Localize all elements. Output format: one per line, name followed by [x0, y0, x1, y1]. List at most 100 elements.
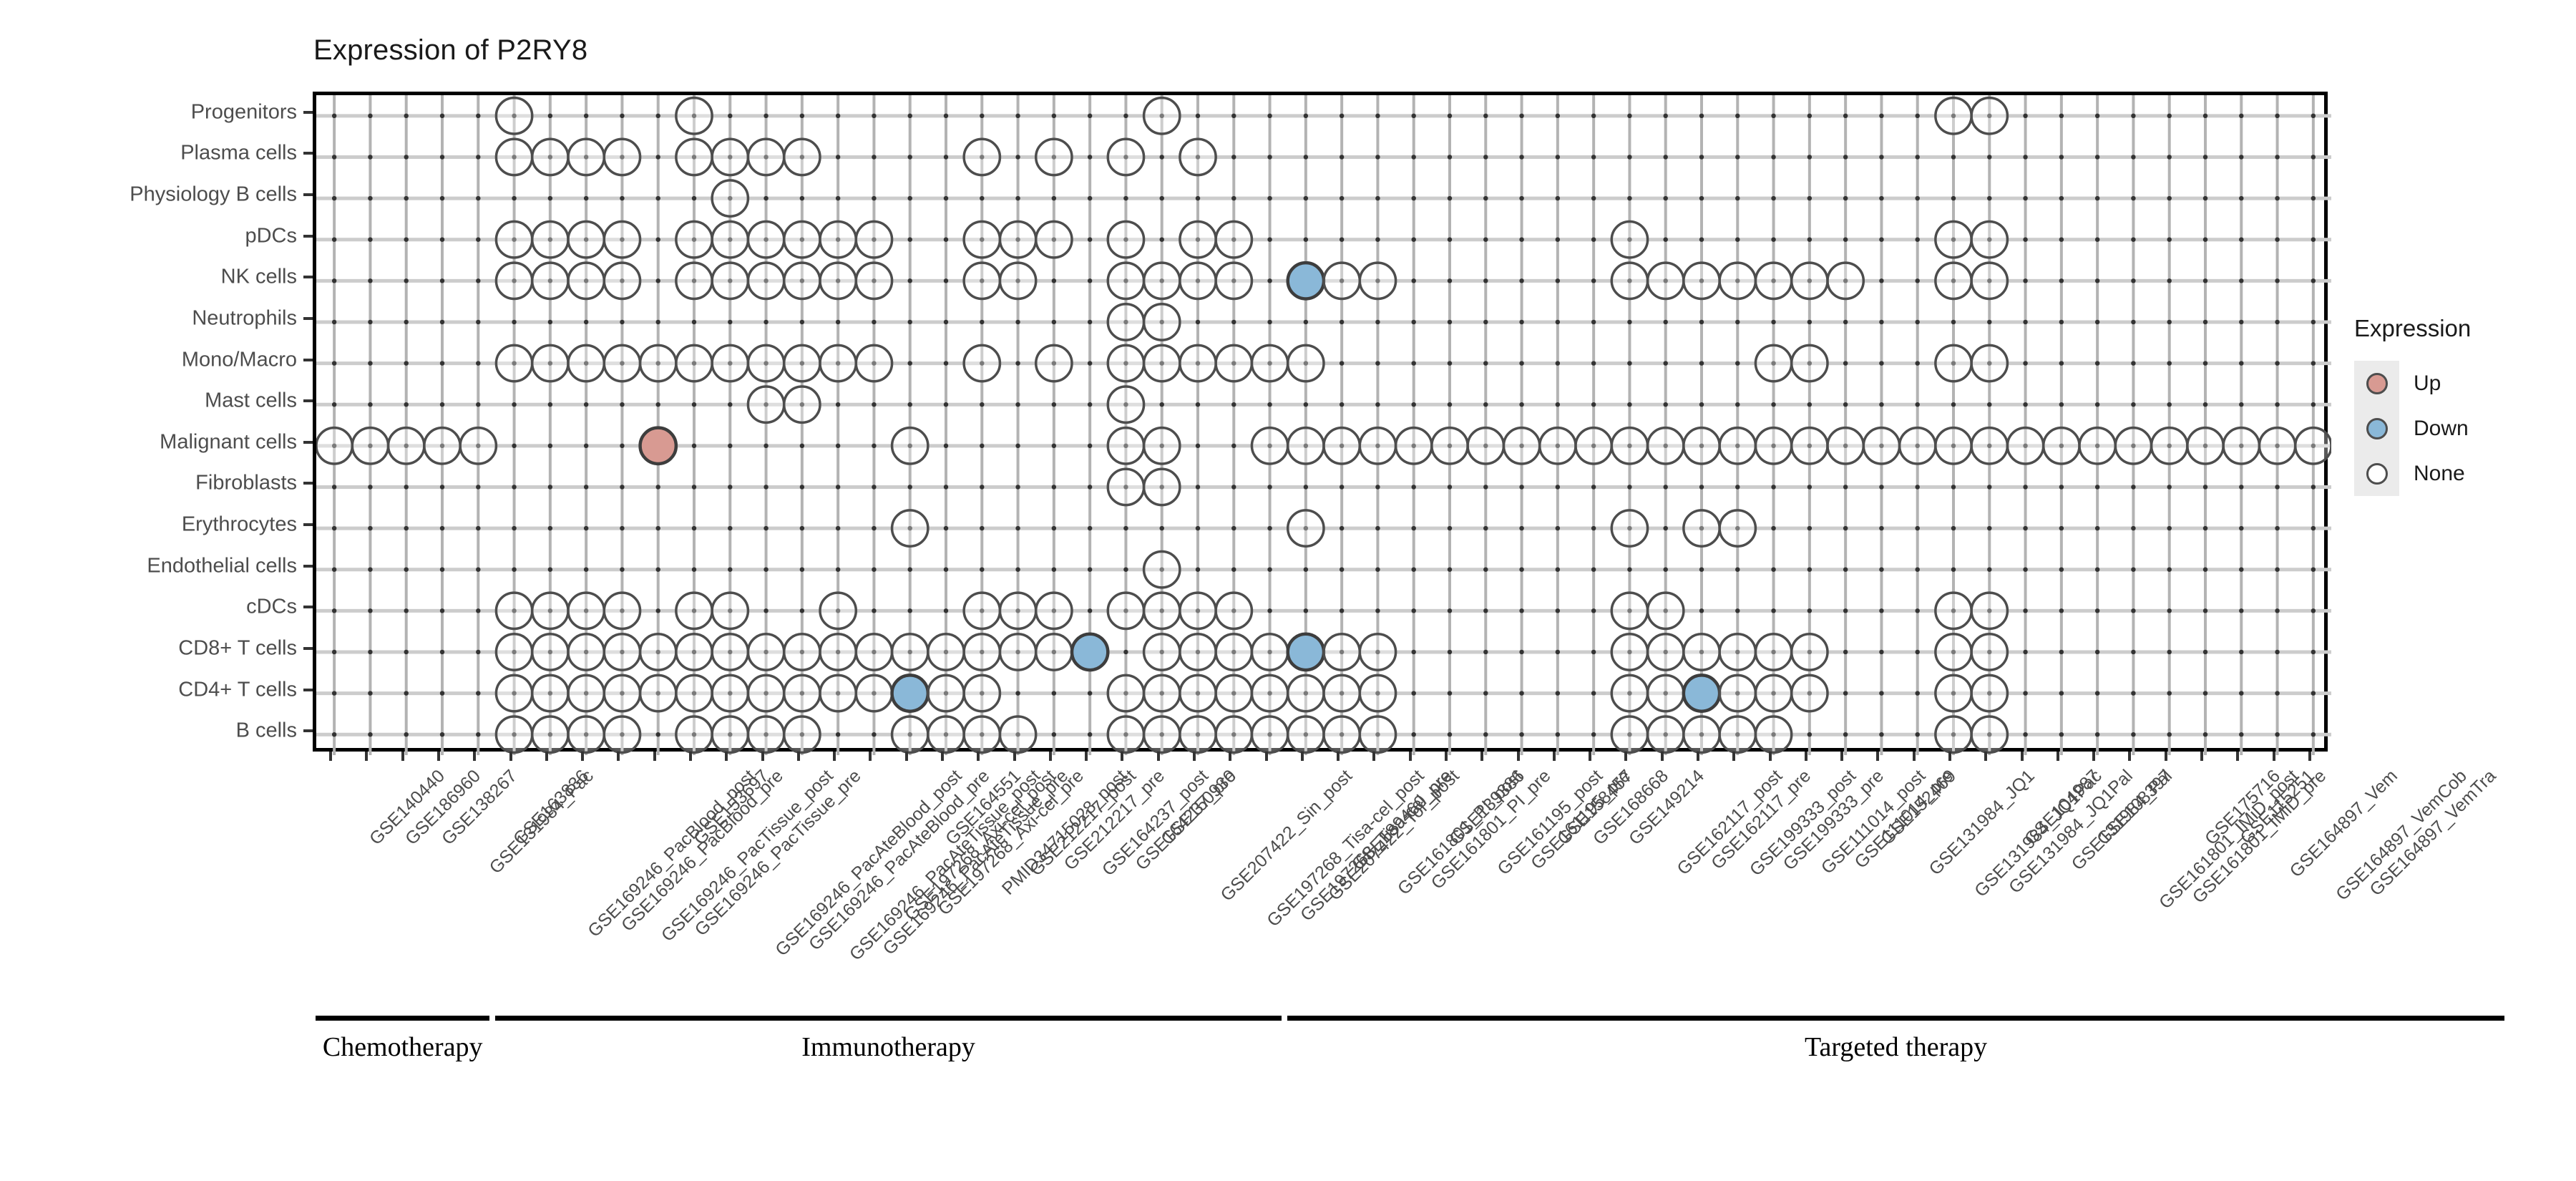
dot-none[interactable]: [494, 715, 534, 754]
dot-none[interactable]: [711, 344, 750, 383]
dot-none[interactable]: [782, 220, 821, 259]
dot-none[interactable]: [1502, 426, 1541, 465]
dot-none[interactable]: [1970, 426, 2009, 465]
dot-none[interactable]: [675, 633, 713, 671]
dot-none[interactable]: [854, 633, 894, 671]
dot-none[interactable]: [1394, 426, 1433, 465]
dot-none[interactable]: [890, 509, 930, 548]
dot-none[interactable]: [890, 715, 930, 754]
dot-none[interactable]: [1538, 426, 1577, 465]
dot-none[interactable]: [675, 137, 713, 177]
dot-none[interactable]: [1790, 633, 1829, 671]
dot-none[interactable]: [1430, 426, 1469, 465]
dot-none[interactable]: [1934, 344, 1973, 383]
dot-none[interactable]: [1106, 674, 1146, 713]
dot-none[interactable]: [638, 633, 678, 671]
dot-none[interactable]: [675, 220, 713, 259]
dot-none[interactable]: [1862, 426, 1901, 465]
dot-none[interactable]: [927, 715, 965, 754]
dot-none[interactable]: [530, 674, 570, 713]
dot-none[interactable]: [711, 137, 750, 177]
dot-none[interactable]: [1179, 674, 1217, 713]
dot-none[interactable]: [1106, 261, 1146, 301]
dot-none[interactable]: [998, 220, 1038, 259]
dot-none[interactable]: [1142, 591, 1181, 631]
dot-none[interactable]: [1970, 220, 2009, 259]
dot-none[interactable]: [1286, 344, 1325, 383]
dot-none[interactable]: [1250, 674, 1289, 713]
dot-none[interactable]: [1646, 633, 1685, 671]
dot-none[interactable]: [1214, 591, 1254, 631]
dot-none[interactable]: [1142, 550, 1181, 589]
dot-none[interactable]: [1034, 137, 1073, 177]
dot-none[interactable]: [602, 137, 642, 177]
dot-none[interactable]: [1106, 715, 1146, 754]
dot-none[interactable]: [459, 426, 498, 465]
dot-none[interactable]: [1034, 344, 1073, 383]
dot-none[interactable]: [1142, 674, 1181, 713]
dot-none[interactable]: [854, 344, 894, 383]
dot-none[interactable]: [998, 715, 1038, 754]
dot-none[interactable]: [1286, 426, 1325, 465]
dot-none[interactable]: [1718, 633, 1757, 671]
dot-none[interactable]: [1106, 220, 1146, 259]
dot-none[interactable]: [602, 220, 642, 259]
dot-none[interactable]: [782, 261, 821, 301]
dot-none[interactable]: [1250, 633, 1289, 671]
dot-none[interactable]: [890, 426, 930, 465]
dot-none[interactable]: [675, 715, 713, 754]
dot-none[interactable]: [1790, 426, 1829, 465]
dot-down[interactable]: [890, 674, 930, 713]
dot-none[interactable]: [567, 220, 606, 259]
dot-none[interactable]: [962, 715, 1002, 754]
dot-none[interactable]: [1142, 633, 1181, 671]
dot-none[interactable]: [1754, 633, 1793, 671]
dot-none[interactable]: [386, 426, 426, 465]
dot-down[interactable]: [1286, 632, 1326, 672]
dot-none[interactable]: [1214, 633, 1254, 671]
dot-none[interactable]: [530, 220, 570, 259]
dot-none[interactable]: [819, 261, 858, 301]
dot-none[interactable]: [675, 591, 713, 631]
dot-none[interactable]: [1142, 261, 1181, 301]
dot-none[interactable]: [1322, 674, 1362, 713]
dot-none[interactable]: [819, 220, 858, 259]
dot-none[interactable]: [1682, 633, 1721, 671]
dot-none[interactable]: [1250, 344, 1289, 383]
dot-none[interactable]: [1142, 467, 1181, 507]
dot-none[interactable]: [675, 674, 713, 713]
dot-none[interactable]: [1970, 674, 2009, 713]
dot-none[interactable]: [2258, 426, 2297, 465]
dot-none[interactable]: [2293, 426, 2331, 465]
dot-none[interactable]: [711, 220, 750, 259]
dot-none[interactable]: [1142, 96, 1181, 135]
dot-none[interactable]: [1214, 220, 1254, 259]
dot-none[interactable]: [1610, 674, 1649, 713]
dot-none[interactable]: [1970, 96, 2009, 135]
dot-none[interactable]: [1934, 96, 1973, 135]
dot-none[interactable]: [1214, 674, 1254, 713]
dot-none[interactable]: [494, 591, 534, 631]
dot-none[interactable]: [602, 261, 642, 301]
dot-none[interactable]: [494, 674, 534, 713]
dot-none[interactable]: [1250, 426, 1289, 465]
dot-none[interactable]: [1106, 426, 1146, 465]
dot-none[interactable]: [1646, 715, 1685, 754]
dot-none[interactable]: [1826, 261, 1865, 301]
dot-none[interactable]: [638, 344, 678, 383]
dot-none[interactable]: [962, 137, 1002, 177]
dot-none[interactable]: [711, 633, 750, 671]
dot-none[interactable]: [746, 674, 786, 713]
dot-none[interactable]: [711, 591, 750, 631]
dot-none[interactable]: [962, 220, 1002, 259]
dot-none[interactable]: [746, 715, 786, 754]
dot-none[interactable]: [819, 344, 858, 383]
dot-none[interactable]: [711, 674, 750, 713]
dot-none[interactable]: [1610, 591, 1649, 631]
dot-none[interactable]: [530, 261, 570, 301]
dot-none[interactable]: [1610, 220, 1649, 259]
dot-none[interactable]: [746, 261, 786, 301]
dot-none[interactable]: [962, 674, 1002, 713]
dot-none[interactable]: [1718, 261, 1757, 301]
dot-none[interactable]: [1610, 715, 1649, 754]
